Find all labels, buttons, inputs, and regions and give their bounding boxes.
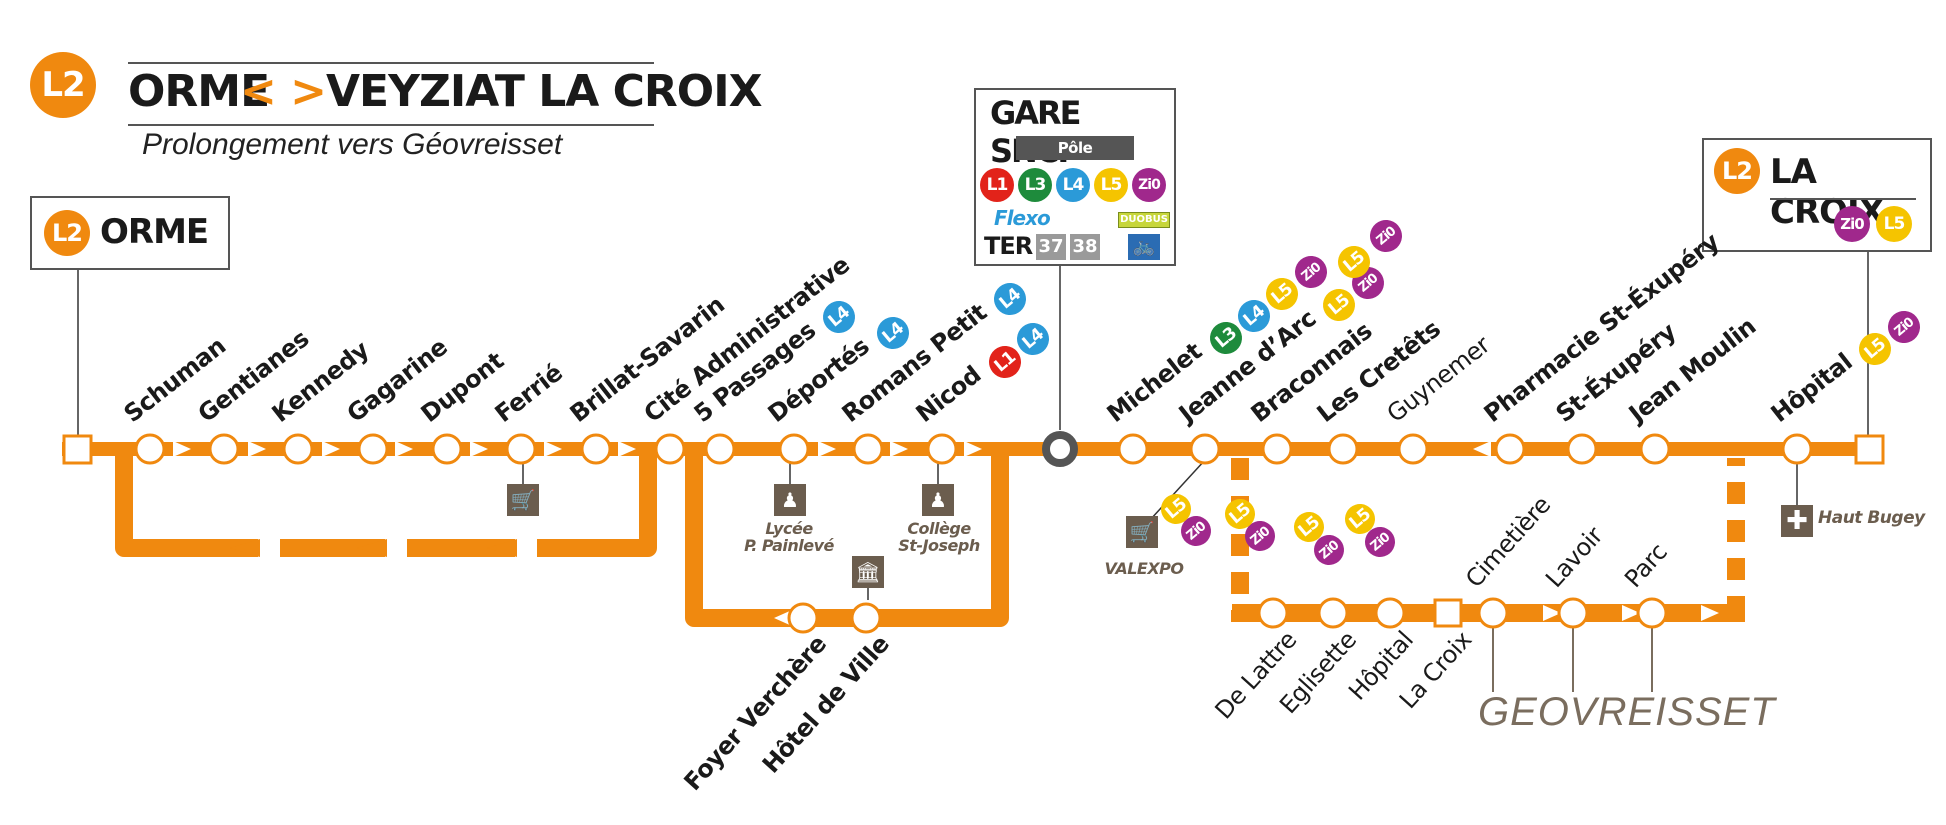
gare-line-l3: L3 — [1018, 168, 1052, 202]
stop-20[interactable] — [1781, 433, 1813, 465]
terminus-orme-name: ORME — [100, 212, 209, 252]
stop-5[interactable] — [505, 433, 537, 465]
stop-10[interactable] — [852, 433, 884, 465]
school-icon-college: ♟ — [922, 484, 954, 516]
gare-sncf-node[interactable] — [1042, 431, 1078, 467]
gare-line-l5: L5 — [1094, 168, 1128, 202]
geo-right-stop-0[interactable] — [1477, 597, 1509, 629]
stop-9[interactable] — [778, 433, 810, 465]
shopping-cart-icon-valexpo: 🛒 — [1126, 516, 1158, 548]
terminus-lacroix-badge: L2 — [1714, 148, 1760, 194]
stop-0[interactable] — [134, 433, 166, 465]
loop-stop-1[interactable] — [850, 602, 882, 634]
shopping-cart-icon: 🛒 — [507, 484, 539, 516]
stop-6[interactable] — [580, 433, 612, 465]
terminus-lacroix-stop[interactable] — [1854, 434, 1885, 465]
geo-stop-0[interactable] — [1257, 597, 1289, 629]
gare-line-l1: L1 — [980, 168, 1014, 202]
loop-geovreisset — [1231, 458, 1745, 622]
town-hall-icon: 🏛 — [852, 556, 884, 588]
terminus-lacroix-rule — [1770, 198, 1916, 200]
stop-1[interactable] — [208, 433, 240, 465]
flexo-logo: Flexo — [994, 206, 1051, 230]
poi-college-label: Collège St-Joseph — [898, 519, 980, 555]
ter-line-38: 38 — [1070, 234, 1100, 260]
ter-label: TER — [984, 232, 1033, 260]
stop-13[interactable] — [1189, 433, 1221, 465]
stop-17[interactable] — [1494, 433, 1526, 465]
gare-line-l4: L4 — [1056, 168, 1090, 202]
gare-subtitle: Pôle d’Échanges — [1016, 136, 1134, 181]
school-icon-lycee: ♟ — [774, 484, 806, 516]
header-line-top — [128, 62, 654, 64]
stop-2[interactable] — [282, 433, 314, 465]
header-to: VEYZIAT LA CROIX — [326, 66, 762, 117]
stop-4[interactable] — [431, 433, 463, 465]
line-badge-l2: L2 — [30, 52, 96, 118]
header-subtitle: Prolongement vers Géovreisset — [142, 128, 563, 161]
gare-title: GARE SNCF — [990, 94, 1082, 170]
stop-8[interactable] — [704, 433, 736, 465]
poi-haut-bugey-label: Haut Bugey — [1818, 508, 1925, 528]
stop-19[interactable] — [1639, 433, 1671, 465]
header-arrows: < > — [240, 66, 327, 117]
ter-line-37: 37 — [1036, 234, 1066, 260]
stop-16[interactable] — [1397, 433, 1429, 465]
poi-lycee-label: Lycée P. Painlevé — [744, 519, 834, 555]
terminus-orme-box: L2 ORME — [30, 196, 230, 270]
stop-3[interactable] — [357, 433, 389, 465]
header-from: ORME — [128, 66, 270, 117]
terminus-lacroix-conn-l5: L5 — [1876, 206, 1912, 242]
loop-stop-0[interactable] — [787, 602, 819, 634]
gare-line-zi0: Zi0 — [1132, 168, 1166, 202]
loop-left — [115, 449, 657, 557]
geo-stop-2[interactable] — [1374, 597, 1406, 629]
terminus-orme-stop[interactable] — [62, 434, 93, 465]
stop-14[interactable] — [1261, 433, 1293, 465]
terminus-lacroix-box: L2 LA CROIX Zi0 L5 — [1702, 138, 1932, 252]
geovreisset-label: GEOVREISSET — [1478, 690, 1776, 734]
geo-right-stop-1[interactable] — [1557, 597, 1589, 629]
duobus-logo: DUOBUS — [1118, 212, 1170, 228]
terminus-lacroix-conn-zio: Zi0 — [1834, 206, 1870, 242]
loop-center — [685, 449, 1009, 627]
stop-11[interactable] — [926, 433, 958, 465]
hospital-cross-icon: ✚ — [1781, 505, 1813, 537]
geo-stop-1[interactable] — [1317, 597, 1349, 629]
bike-icon: 🚲 — [1128, 234, 1160, 260]
poi-valexpo-label: VALEXPO — [1104, 559, 1184, 578]
geo-right-stop-2[interactable] — [1636, 597, 1668, 629]
terminus-orme-badge: L2 — [44, 210, 90, 256]
stop-7[interactable] — [654, 433, 686, 465]
stop-12[interactable] — [1117, 433, 1149, 465]
header-line-bottom — [128, 124, 654, 126]
la-croix-square-stop[interactable] — [1433, 598, 1463, 628]
stop-18[interactable] — [1566, 433, 1598, 465]
stop-15[interactable] — [1327, 433, 1359, 465]
